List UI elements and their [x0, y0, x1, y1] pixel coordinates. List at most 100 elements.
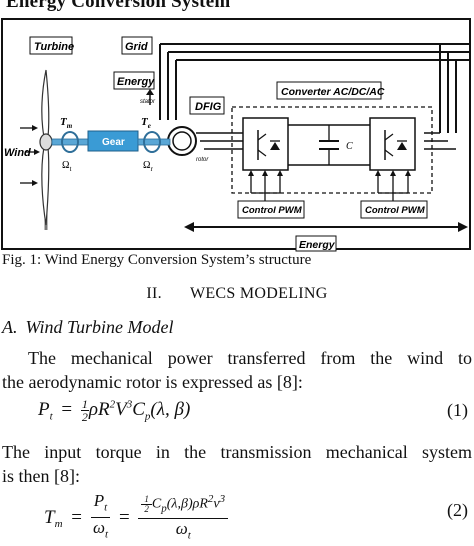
stator-label: stator — [140, 99, 156, 105]
converter-label-box — [276, 81, 382, 100]
eq1-r-exp: 2 — [109, 398, 116, 411]
dfig-label: DFIG — [195, 101, 222, 113]
eq1-args: (λ, β) — [150, 398, 191, 420]
tm-label: Tm — [60, 116, 73, 130]
eq1-v: V — [115, 398, 127, 420]
eq2-f2-cp: C — [151, 496, 162, 512]
subsection-label: A. — [2, 317, 18, 337]
eq2-f1-num: Pt — [90, 491, 111, 519]
rotor-label: rotor — [196, 157, 209, 163]
wind-arrowhead-2 — [32, 180, 38, 186]
inverter-block — [369, 117, 416, 171]
eq2-f2-v-exp: 3 — [219, 493, 226, 505]
eq2-f2-half-num: 1 — [141, 494, 152, 505]
eq2-f1-den: ωt — [91, 518, 110, 544]
wind-arrowhead-3 — [34, 149, 40, 155]
paragraph-2-line-1: The input torque in the transmission mec… — [2, 442, 472, 462]
energy-arrowhead-right — [458, 222, 468, 232]
dfig-rotor-circle — [172, 131, 192, 151]
gear-label: Gear — [102, 137, 125, 148]
te-rotation-icon — [143, 131, 161, 153]
capacitor-label: C — [346, 141, 353, 152]
pwm-right-arrowhead-1 — [375, 170, 381, 176]
eq2-f2-half-den: 2 — [144, 503, 149, 514]
section-heading: II. WECS MODELING — [0, 285, 474, 303]
control-pwm-left-label: Control PWM — [242, 205, 303, 216]
eq2-f2-r-exp: 2 — [207, 493, 214, 505]
turbine-label-box — [29, 36, 73, 55]
pwm-left-arrowhead-3 — [277, 170, 283, 176]
rectifier-switch-in — [257, 133, 267, 141]
rectifier-block — [242, 117, 289, 171]
eq1-lhs: P — [38, 398, 50, 420]
eq2-equals-2: = — [118, 506, 130, 528]
eq2-f2-args: (λ,β)ρR — [166, 496, 208, 512]
wecs-diagram: Turbine Grid Energy stator DFIG Converte… — [1, 18, 471, 252]
pwm-right-arrowhead-3 — [405, 170, 411, 176]
top-heading-fragment: Energy Conversion System — [0, 0, 474, 14]
energy-bottom-label: Energy — [299, 239, 336, 251]
energy-arrowhead-left — [184, 222, 194, 232]
eq2-f2-cp-sub: p — [161, 502, 167, 515]
wind-arrowhead-1 — [32, 125, 38, 131]
pwm-left-arrowhead-2 — [262, 170, 268, 176]
control-pwm-left-box — [237, 200, 305, 219]
grid-label: Grid — [125, 41, 148, 53]
grid-label-box — [121, 36, 153, 55]
eq1-frac-num: 1 — [80, 397, 89, 411]
paragraph-1-line-1: The mechanical power transferred from th… — [28, 348, 472, 368]
eq2-f2-den: ωt — [138, 519, 228, 545]
eq2-f2-den-sub: t — [187, 529, 191, 542]
eq1-equals: = — [61, 398, 73, 420]
subsection-title: Wind Turbine Model — [25, 317, 174, 337]
eq1-cp-sub: p — [144, 410, 151, 423]
wecs-figure: Turbine Grid Energy stator DFIG Converte… — [0, 15, 474, 253]
eq1-frac-den: 2 — [81, 410, 88, 424]
eq2-lhs-sub: m — [54, 518, 63, 531]
energy-left-arrowhead — [146, 89, 154, 95]
dfig-label-box — [189, 96, 225, 115]
paragraph-1: The mechanical power transferred from th… — [2, 346, 472, 394]
energy-left-box — [113, 71, 155, 90]
rectifier-switch-out — [257, 149, 267, 157]
low-speed-shaft — [51, 138, 89, 146]
converter-boundary — [231, 106, 433, 194]
figure-caption: Fig. 1: Wind Energy Conversion System’s … — [2, 252, 312, 268]
equation-2-number: (2) — [447, 500, 468, 520]
converter-label: Converter AC/DC/AC — [281, 86, 385, 98]
omega-t-label: Ωt — [62, 160, 71, 173]
eq2-f2-den-w: ω — [175, 519, 188, 539]
section-title: WECS MODELING — [189, 285, 328, 302]
eq2-f1-num-p: P — [93, 491, 105, 511]
section-number: II. — [146, 285, 162, 302]
paragraph-1-line-2: the aerodynamic rotor is expressed as [8… — [2, 372, 303, 392]
omega-r-label: Ωr — [143, 160, 153, 173]
energy-bottom-box — [295, 235, 337, 252]
control-pwm-right-label: Control PWM — [365, 205, 426, 216]
eq2-fraction-1: Pt ωt — [90, 491, 111, 545]
turbine-blade-bottom-icon — [41, 146, 50, 226]
top-heading-text: Energy Conversion System — [6, 0, 231, 12]
eq2-equals-1: = — [71, 506, 82, 528]
turbine-label: Turbine — [34, 41, 74, 53]
control-pwm-right-box — [360, 200, 428, 219]
rectifier-diode-icon — [270, 142, 280, 150]
eq1-cp: C — [132, 398, 145, 420]
eq2-f1-den-w: ω — [92, 518, 105, 538]
eq1-rho-r: ρR — [88, 398, 110, 420]
high-speed-shaft — [137, 138, 171, 146]
eq2-f1-num-sub: t — [104, 501, 108, 514]
turbine-blade-top-icon — [41, 69, 50, 138]
wind-label: Wind — [4, 147, 31, 159]
eq2-lhs: T — [44, 506, 55, 528]
equation-1-number: (1) — [447, 400, 468, 420]
eq1-lhs-sub: t — [49, 410, 53, 423]
inverter-switch-in — [384, 133, 394, 141]
